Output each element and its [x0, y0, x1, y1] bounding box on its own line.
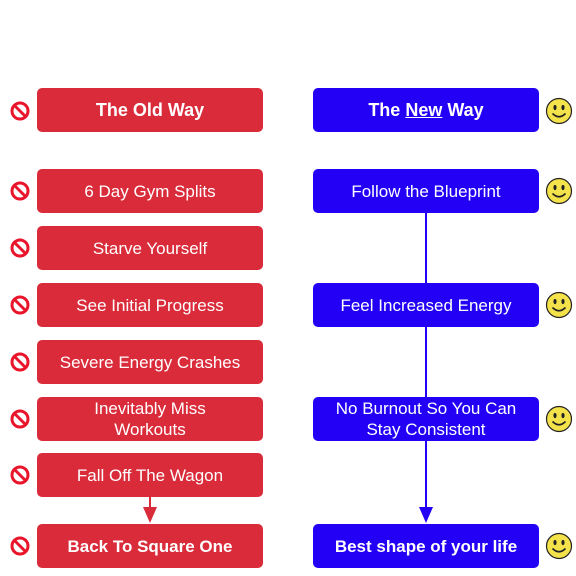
- no-sign-icon: [10, 409, 30, 429]
- new-way-result: Best shape of your life: [313, 524, 539, 568]
- old-way-step-1: 6 Day Gym Splits: [37, 169, 263, 213]
- old-way-step-5: Inevitably Miss Workouts: [37, 397, 263, 441]
- old-way-result: Back To Square One: [37, 524, 263, 568]
- new-way-title-underlined: New: [405, 99, 443, 120]
- new-way-title-suffix: Way: [442, 99, 484, 120]
- new-way-step-label: No Burnout So You Can Stay Consistent: [335, 399, 517, 439]
- old-way-step-6: Fall Off The Wagon: [37, 453, 263, 497]
- smiley-icon: [545, 97, 573, 125]
- old-way-step-3: See Initial Progress: [37, 283, 263, 327]
- old-way-step-label: Starve Yourself: [92, 238, 208, 258]
- no-sign-icon: [10, 238, 30, 258]
- new-way-arrowhead: [419, 507, 433, 523]
- no-sign-icon: [10, 465, 30, 485]
- old-way-step-label: See Initial Progress: [76, 295, 224, 315]
- old-way-step-4: Severe Energy Crashes: [37, 340, 263, 384]
- new-way-title-prefix: The: [368, 99, 406, 120]
- old-way-step-label: Severe Energy Crashes: [59, 352, 241, 372]
- new-way-title-text: The New Way: [368, 100, 483, 121]
- old-way-title-text: The Old Way: [95, 99, 205, 120]
- old-way-step-label: 6 Day Gym Splits: [84, 181, 216, 201]
- new-way-step-2: Feel Increased Energy: [313, 283, 539, 327]
- old-way-step-label: Inevitably Miss Workouts: [94, 399, 206, 439]
- no-sign-icon: [10, 101, 30, 121]
- no-sign-icon: [10, 295, 30, 315]
- smiley-icon: [545, 532, 573, 560]
- no-sign-icon: [10, 536, 30, 556]
- no-sign-icon: [10, 181, 30, 201]
- no-sign-icon: [10, 352, 30, 372]
- old-way-arrowhead: [143, 507, 157, 523]
- new-way-step-label: Follow the Blueprint: [351, 181, 501, 201]
- new-way-step-1: Follow the Blueprint: [313, 169, 539, 213]
- new-way-result-text: Best shape of your life: [334, 536, 518, 556]
- old-way-step-label: Fall Off The Wagon: [76, 465, 224, 485]
- smiley-icon: [545, 291, 573, 319]
- new-way-step-3: No Burnout So You Can Stay Consistent: [313, 397, 539, 441]
- old-way-step-2: Starve Yourself: [37, 226, 263, 270]
- old-way-result-text: Back To Square One: [67, 536, 233, 556]
- smiley-icon: [545, 177, 573, 205]
- smiley-icon: [545, 405, 573, 433]
- new-way-title: The New Way: [313, 88, 539, 132]
- new-way-step-label: Feel Increased Energy: [340, 295, 512, 315]
- old-way-title: The Old Way: [37, 88, 263, 132]
